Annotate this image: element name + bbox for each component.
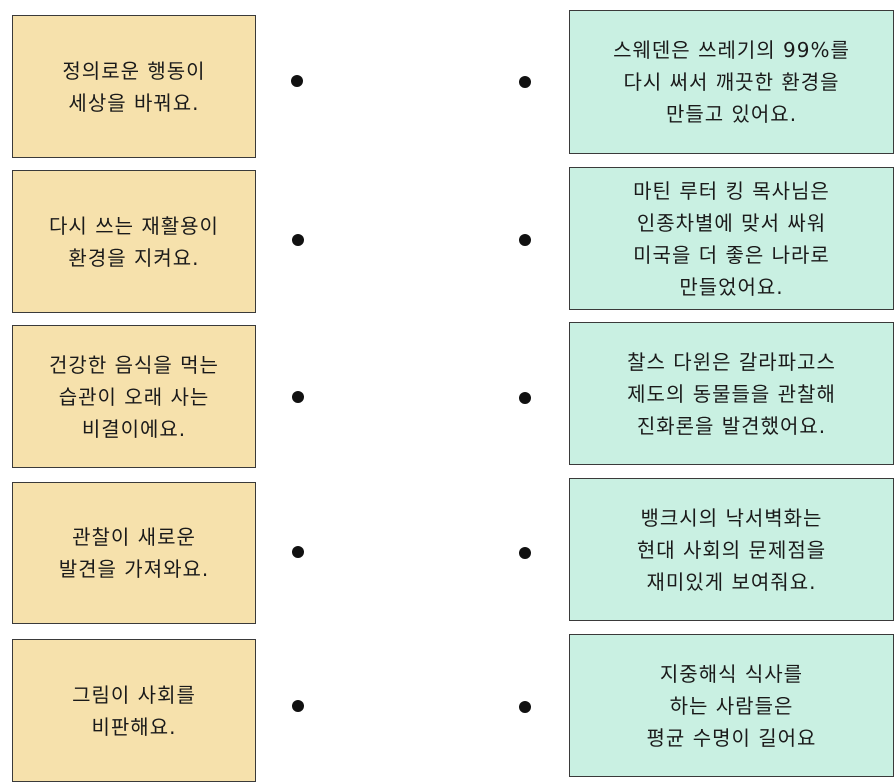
right-connector-dot-1[interactable] <box>519 76 531 88</box>
right-card-4[interactable]: 뱅크시의 낙서벽화는 현대 사회의 문제점을 재미있게 보여줘요. <box>569 478 894 621</box>
right-connector-dot-4[interactable] <box>519 547 531 559</box>
left-connector-dot-5[interactable] <box>292 700 304 712</box>
right-connector-dot-2[interactable] <box>519 234 531 246</box>
left-card-1[interactable]: 정의로운 행동이 세상을 바꿔요. <box>12 15 256 158</box>
left-card-4[interactable]: 관찰이 새로운 발견을 가져와요. <box>12 482 256 624</box>
left-connector-dot-4[interactable] <box>292 546 304 558</box>
left-card-2[interactable]: 다시 쓰는 재활용이 환경을 지켜요. <box>12 170 256 313</box>
left-card-text: 건강한 음식을 먹는 습관이 오래 사는 비결이에요. <box>49 352 219 441</box>
right-card-text: 지중해식 식사를 하는 사람들은 평균 수명이 길어요 <box>646 661 817 750</box>
left-connector-dot-2[interactable] <box>292 234 304 246</box>
right-card-5[interactable]: 지중해식 식사를 하는 사람들은 평균 수명이 길어요 <box>569 634 894 777</box>
left-card-text: 그림이 사회를 비판해요. <box>72 682 196 739</box>
right-card-1[interactable]: 스웨덴은 쓰레기의 99%를 다시 써서 깨끗한 환경을 만들고 있어요. <box>569 10 894 154</box>
right-connector-dot-3[interactable] <box>519 392 531 404</box>
right-card-text: 찰스 다윈은 갈라파고스 제도의 동물들을 관찰해 진화론을 발견했어요. <box>627 349 836 438</box>
left-connector-dot-1[interactable] <box>291 75 303 87</box>
right-card-3[interactable]: 찰스 다윈은 갈라파고스 제도의 동물들을 관찰해 진화론을 발견했어요. <box>569 322 894 465</box>
left-card-text: 관찰이 새로운 발견을 가져와요. <box>58 525 210 581</box>
left-connector-dot-3[interactable] <box>292 391 304 403</box>
left-card-text: 다시 쓰는 재활용이 환경을 지켜요. <box>49 213 219 270</box>
right-card-text: 뱅크시의 낙서벽화는 현대 사회의 문제점을 재미있게 보여줘요. <box>636 505 827 594</box>
left-card-3[interactable]: 건강한 음식을 먹는 습관이 오래 사는 비결이에요. <box>12 325 256 468</box>
right-card-text: 마틴 루터 킹 목사님은 인종차별에 맞서 싸워 미국을 더 좋은 나라로 만들… <box>633 178 830 299</box>
right-connector-dot-5[interactable] <box>519 701 531 713</box>
right-card-text: 스웨덴은 쓰레기의 99%를 다시 써서 깨끗한 환경을 만들고 있어요. <box>613 38 850 126</box>
right-card-2[interactable]: 마틴 루터 킹 목사님은 인종차별에 맞서 싸워 미국을 더 좋은 나라로 만들… <box>569 167 894 310</box>
left-card-text: 정의로운 행동이 세상을 바꿔요. <box>62 58 206 115</box>
left-card-5[interactable]: 그림이 사회를 비판해요. <box>12 639 256 782</box>
